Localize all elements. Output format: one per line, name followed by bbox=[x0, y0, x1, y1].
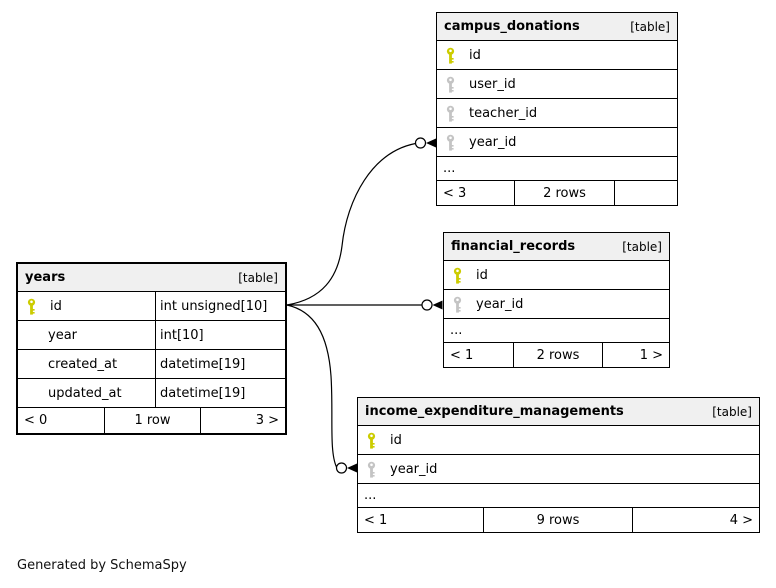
parent-count: < 1 bbox=[450, 347, 474, 363]
column-year: year int[10] bbox=[18, 321, 285, 350]
column-id: id int unsigned[10] bbox=[18, 292, 285, 321]
foreign-key-icon bbox=[446, 134, 455, 151]
arrowhead-income-expenditure bbox=[347, 463, 357, 473]
parent-count: < 1 bbox=[364, 512, 388, 528]
generator-caption: Generated by SchemaSpy bbox=[17, 558, 187, 573]
column-type: datetime[19] bbox=[160, 385, 246, 401]
column-id: id bbox=[437, 41, 677, 70]
cardinality-circle-financial-records bbox=[421, 299, 433, 311]
primary-key-icon bbox=[446, 47, 455, 64]
table-header[interactable]: financial_records [table] bbox=[444, 233, 669, 261]
row-count: 2 rows bbox=[514, 181, 615, 205]
table-header[interactable]: years [table] bbox=[18, 264, 285, 292]
table-name: campus_donations bbox=[444, 19, 580, 34]
table-header[interactable]: income_expenditure_managements [table] bbox=[358, 398, 759, 426]
child-count: 1 > bbox=[639, 347, 663, 363]
arrowhead-financial-records bbox=[432, 300, 443, 310]
relationship-line-campus-donations bbox=[286, 142, 416, 306]
column-type: int unsigned[10] bbox=[160, 298, 268, 314]
child-count: 4 > bbox=[729, 512, 753, 528]
cardinality-circle-campus-donations bbox=[414, 137, 427, 149]
column-name: id bbox=[50, 298, 62, 314]
column-name: user_id bbox=[469, 76, 516, 92]
foreign-key-icon bbox=[367, 461, 376, 478]
more-columns-indicator: ... bbox=[437, 157, 677, 181]
table-type-tag: [table] bbox=[622, 239, 662, 254]
column-updated-at: updated_at datetime[19] bbox=[18, 379, 285, 408]
column-name: created_at bbox=[48, 356, 118, 372]
column-year-id: year_id bbox=[358, 455, 759, 484]
primary-key-icon bbox=[453, 267, 462, 284]
column-name: year bbox=[48, 327, 78, 343]
column-name: teacher_id bbox=[469, 105, 538, 121]
foreign-key-icon bbox=[453, 296, 462, 313]
table-name: income_expenditure_managements bbox=[365, 404, 624, 419]
column-name: id bbox=[476, 267, 488, 283]
table-years[interactable]: years [table] id int unsigned[10] year i… bbox=[16, 262, 287, 435]
table-footer: < 1 9 rows 4 > bbox=[358, 508, 759, 532]
table-header[interactable]: campus_donations [table] bbox=[437, 13, 677, 41]
relationship-line-income-expenditure bbox=[286, 304, 338, 468]
column-name: year_id bbox=[469, 134, 517, 150]
more-columns-indicator: ... bbox=[444, 319, 669, 343]
row-count: 2 rows bbox=[513, 343, 603, 367]
primary-key-icon bbox=[367, 432, 376, 449]
column-created-at: created_at datetime[19] bbox=[18, 350, 285, 379]
table-footer: < 3 2 rows bbox=[437, 181, 677, 205]
foreign-key-icon bbox=[446, 105, 455, 122]
table-campus-donations[interactable]: campus_donations [table] id user_id bbox=[436, 12, 678, 206]
table-name: years bbox=[25, 270, 66, 285]
table-type-tag: [table] bbox=[238, 270, 278, 285]
column-name: year_id bbox=[390, 461, 438, 477]
parent-count: < 0 bbox=[24, 413, 48, 428]
parent-count: < 3 bbox=[443, 185, 467, 201]
table-type-tag: [table] bbox=[630, 19, 670, 34]
table-type-tag: [table] bbox=[712, 404, 752, 419]
arrowhead-campus-donations bbox=[426, 138, 436, 148]
primary-key-icon bbox=[27, 298, 36, 315]
child-count bbox=[615, 181, 677, 205]
column-user-id: user_id bbox=[437, 70, 677, 99]
row-count: 9 rows bbox=[483, 508, 633, 532]
cardinality-circle-income-expenditure bbox=[335, 462, 348, 474]
column-id: id bbox=[444, 261, 669, 290]
child-count: 3 > bbox=[255, 413, 279, 428]
table-footer: < 0 1 row 3 > bbox=[18, 408, 285, 433]
table-name: financial_records bbox=[451, 239, 576, 254]
more-columns-indicator: ... bbox=[358, 484, 759, 508]
column-year-id: year_id bbox=[437, 128, 677, 157]
column-type: int[10] bbox=[160, 327, 204, 343]
column-name: year_id bbox=[476, 296, 524, 312]
column-year-id: year_id bbox=[444, 290, 669, 319]
column-name: id bbox=[469, 47, 481, 63]
column-name: id bbox=[390, 432, 402, 448]
column-teacher-id: teacher_id bbox=[437, 99, 677, 128]
table-income-expenditure-managements[interactable]: income_expenditure_managements [table] i… bbox=[357, 397, 760, 533]
foreign-key-icon bbox=[446, 76, 455, 93]
column-type: datetime[19] bbox=[160, 356, 246, 372]
row-count: 1 row bbox=[104, 408, 201, 433]
table-footer: < 1 2 rows 1 > bbox=[444, 343, 669, 367]
column-id: id bbox=[358, 426, 759, 455]
column-name: updated_at bbox=[48, 385, 122, 401]
table-financial-records[interactable]: financial_records [table] id year_id ...… bbox=[443, 232, 670, 368]
